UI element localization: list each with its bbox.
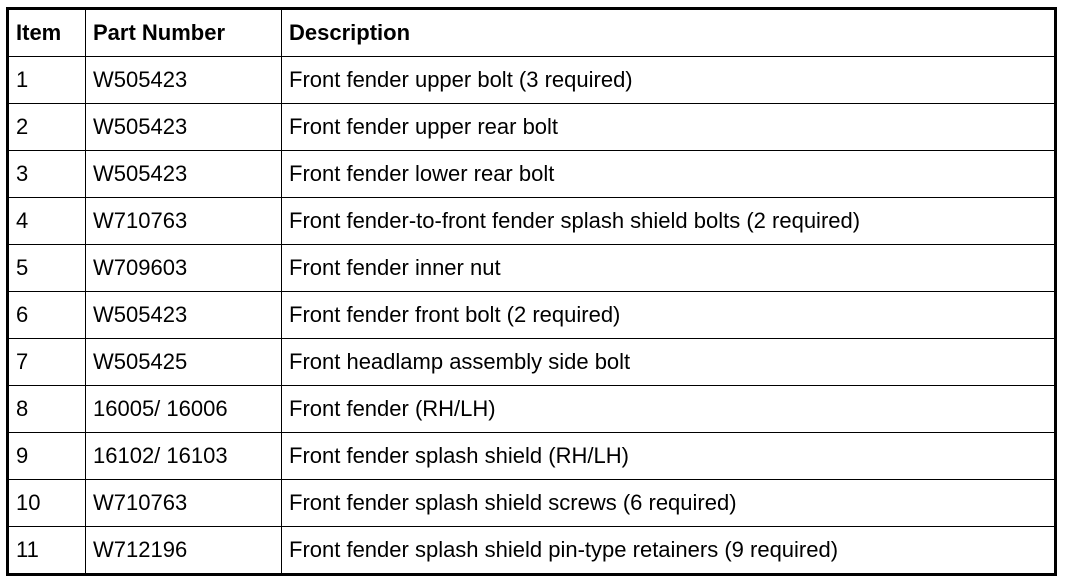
part-number: W505423	[85, 103, 282, 151]
item-number: 2	[7, 103, 86, 151]
part-description: Front fender (RH/LH)	[281, 385, 1056, 433]
part-number: W505423	[85, 56, 282, 104]
table-row: 8 16005/ 16006 Front fender (RH/LH)	[7, 385, 1056, 433]
header-row: Item Part Number Description	[7, 8, 1056, 57]
part-number: W505425	[85, 338, 282, 386]
item-number: 5	[7, 244, 86, 292]
table-header: Item Part Number Description	[7, 8, 1056, 57]
part-number: W505423	[85, 291, 282, 339]
part-description: Front fender splash shield pin-type reta…	[281, 526, 1056, 575]
part-number: 16102/ 16103	[85, 432, 282, 480]
item-number: 9	[7, 432, 86, 480]
part-description: Front fender upper rear bolt	[281, 103, 1056, 151]
table-row: 3 W505423 Front fender lower rear bolt	[7, 150, 1056, 198]
header-part-number: Part Number	[85, 8, 282, 57]
table-row: 11 W712196 Front fender splash shield pi…	[7, 526, 1056, 575]
part-description: Front fender splash shield screws (6 req…	[281, 479, 1056, 527]
part-number: W710763	[85, 479, 282, 527]
table-row: 1 W505423 Front fender upper bolt (3 req…	[7, 56, 1056, 104]
item-number: 7	[7, 338, 86, 386]
item-number: 3	[7, 150, 86, 198]
table-row: 2 W505423 Front fender upper rear bolt	[7, 103, 1056, 151]
part-number: W710763	[85, 197, 282, 245]
table-row: 5 W709603 Front fender inner nut	[7, 244, 1056, 292]
table-row: 6 W505423 Front fender front bolt (2 req…	[7, 291, 1056, 339]
part-description: Front fender-to-front fender splash shie…	[281, 197, 1056, 245]
part-description: Front fender splash shield (RH/LH)	[281, 432, 1056, 480]
part-number: 16005/ 16006	[85, 385, 282, 433]
part-description: Front fender front bolt (2 required)	[281, 291, 1056, 339]
item-number: 1	[7, 56, 86, 104]
table-row: 10 W710763 Front fender splash shield sc…	[7, 479, 1056, 527]
part-description: Front headlamp assembly side bolt	[281, 338, 1056, 386]
part-description: Front fender upper bolt (3 required)	[281, 56, 1056, 104]
part-number: W712196	[85, 526, 282, 575]
item-number: 11	[7, 526, 86, 575]
parts-table: Item Part Number Description 1 W505423 F…	[6, 7, 1057, 576]
table-row: 7 W505425 Front headlamp assembly side b…	[7, 338, 1056, 386]
table-row: 9 16102/ 16103 Front fender splash shiel…	[7, 432, 1056, 480]
item-number: 8	[7, 385, 86, 433]
item-number: 4	[7, 197, 86, 245]
header-item: Item	[7, 8, 86, 57]
part-description: Front fender lower rear bolt	[281, 150, 1056, 198]
item-number: 6	[7, 291, 86, 339]
part-number: W709603	[85, 244, 282, 292]
header-description: Description	[281, 8, 1056, 57]
part-description: Front fender inner nut	[281, 244, 1056, 292]
table-body: 1 W505423 Front fender upper bolt (3 req…	[7, 56, 1056, 575]
table-row: 4 W710763 Front fender-to-front fender s…	[7, 197, 1056, 245]
item-number: 10	[7, 479, 86, 527]
part-number: W505423	[85, 150, 282, 198]
